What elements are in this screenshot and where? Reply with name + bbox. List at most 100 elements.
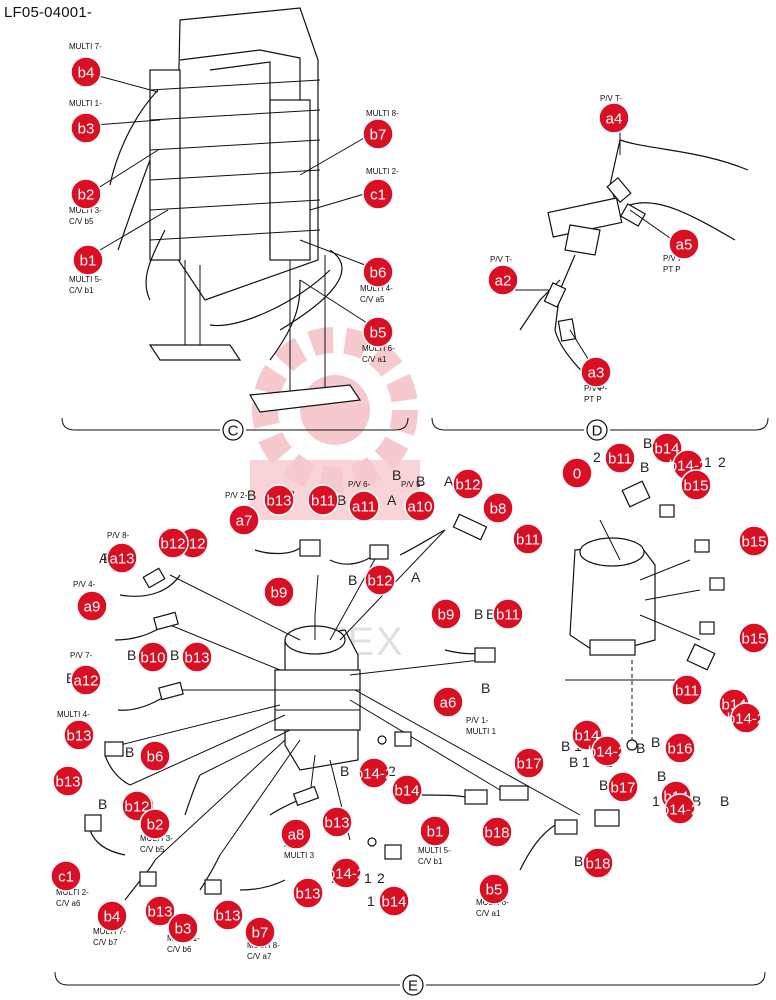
ghost-letter: 1: [364, 870, 372, 886]
ghost-letter: B: [636, 740, 645, 756]
ghost-letter: B: [98, 796, 107, 812]
callout-label: a13: [109, 551, 134, 568]
callout-label: b18: [484, 825, 509, 842]
callout-label: b15: [741, 631, 766, 648]
callout-label: b11: [675, 683, 699, 700]
callout-a4: a4: [598, 102, 630, 134]
ghost-letter: B: [720, 793, 729, 809]
ghost-letter: 1: [582, 754, 590, 770]
callout-label: b13: [295, 886, 320, 903]
callout-b18: b18: [481, 816, 513, 848]
ghost-letter: B: [643, 435, 652, 451]
ghost-letter: B: [599, 777, 608, 793]
callout-b6: b6: [362, 256, 394, 288]
hose-label: P/V 1-: [466, 716, 489, 725]
ghost-letter: B: [127, 647, 136, 663]
callout-b13: b13: [321, 806, 353, 838]
hose-label: P/V 7-: [70, 651, 93, 660]
callout-b2: b2: [139, 808, 171, 840]
callout-b11: b11: [492, 598, 524, 630]
callout-badge: [591, 735, 623, 767]
callout-badge: [419, 815, 451, 847]
hose-label: C/V b5: [69, 217, 94, 226]
callout-b12: b12: [157, 527, 189, 559]
section-e-bracket: E: [54, 971, 766, 996]
callout-b1: b1: [419, 815, 451, 847]
hose-label: P/V 8-: [107, 531, 130, 540]
hose-label: C/V b6: [167, 945, 192, 954]
callout-badge: [263, 576, 295, 608]
callout-a5: a5: [668, 228, 700, 260]
callout-badge: [391, 774, 423, 806]
callout-badge: [430, 598, 462, 630]
ghost-letter: B: [474, 606, 483, 622]
hose-label: MULTI 2-: [366, 167, 399, 176]
callout-badge: [137, 641, 169, 673]
callout-label: b14-2: [661, 802, 699, 819]
callout-badge: [432, 686, 464, 718]
callout-badge: [362, 178, 394, 210]
callout-a6: a6: [432, 686, 464, 718]
callout-b15: b15: [738, 622, 770, 654]
callout-b14: b14: [391, 774, 423, 806]
ghost-letter: A: [387, 492, 397, 508]
ghost-letter: B: [340, 763, 349, 779]
callout-badge: [668, 228, 700, 260]
callout-badge: [348, 490, 380, 522]
callout-b12: b12: [364, 564, 396, 596]
callout-label: b14: [394, 783, 419, 800]
callout-badge: [580, 356, 612, 388]
ghost-letter: 1: [704, 454, 712, 470]
callout-badge: [321, 806, 353, 838]
section-c-bracket: C: [61, 417, 409, 441]
ghost-letter: B: [247, 487, 256, 503]
ghost-letter: B: [337, 492, 346, 508]
callout-badge: [50, 860, 82, 892]
callout-label: b13: [66, 728, 91, 745]
callout-b5: b5: [362, 316, 394, 348]
callout-badge: [664, 793, 696, 825]
callout-b3: b3: [167, 912, 199, 944]
callout-a10: a10: [404, 490, 436, 522]
callout-badge: [404, 490, 436, 522]
callout-b11: b11: [671, 674, 703, 706]
hose-label: P/V T-: [600, 94, 622, 103]
hose-label: MULTI 5-: [69, 275, 102, 284]
hose-label: C/V b1: [69, 286, 94, 295]
callout-badge: [582, 847, 614, 879]
callout-label: b17: [516, 756, 541, 773]
callout-badge: [492, 598, 524, 630]
callout-a13: a13: [106, 542, 138, 574]
callout-b14: b14: [571, 719, 603, 751]
callout-badge: [70, 178, 102, 210]
hose-label: PT P: [663, 265, 681, 274]
callout-label: b12: [367, 573, 392, 590]
callout-label: b17: [610, 780, 635, 797]
callout-label: a2: [495, 273, 512, 290]
callout-label: b6: [370, 265, 387, 282]
callout-b3: b3: [70, 112, 102, 144]
ghost-letter: A: [99, 550, 109, 566]
callout-badge: [52, 765, 84, 797]
callout-label: b4: [104, 909, 121, 926]
callout-label: b11: [311, 493, 335, 510]
callout-badge: [512, 523, 544, 555]
callout-label: b1: [427, 824, 444, 841]
callout-badge: [481, 816, 513, 848]
hose-label: P/V 6-: [348, 480, 371, 489]
callout-b14-2: b14-2: [588, 735, 626, 767]
callout-badge: [212, 899, 244, 931]
callout-b13: b13: [263, 484, 295, 516]
callout-badge: [362, 118, 394, 150]
ghost-letter: B: [569, 754, 578, 770]
callout-badge: [671, 674, 703, 706]
callout-badge: [378, 885, 410, 917]
callout-badge: [364, 564, 396, 596]
callout-b17: b17: [607, 771, 639, 803]
ghost-letter: B: [574, 853, 583, 869]
ghost-letter: B: [640, 459, 649, 475]
callout-b7: b7: [244, 916, 276, 948]
callout-label: b11: [516, 532, 540, 549]
callout-label: b14-2: [727, 711, 765, 728]
